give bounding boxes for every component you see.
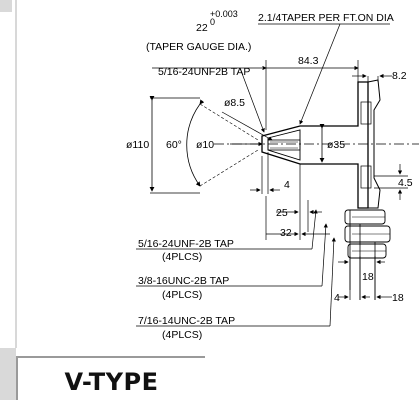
dim-84-3-label: 84.3 <box>298 55 319 67</box>
tap-3-label: 7/16-14UNC-2B TAP <box>138 315 235 327</box>
dim-8-2 <box>352 73 392 82</box>
angle-arc <box>186 99 205 187</box>
dim-4-top-label: 4 <box>284 179 290 191</box>
angle-top-sub: 0 <box>210 17 215 27</box>
angle-top-main: 22 <box>196 22 208 34</box>
angle-60-label: 60° <box>166 139 182 151</box>
dim-18-a-label: 18 <box>362 271 374 283</box>
dim-bottom-18 <box>338 256 392 300</box>
dim-dia35-label: ø35 <box>327 139 345 151</box>
dim-dia110 <box>149 96 200 194</box>
dim-25-label: 25 <box>276 207 288 219</box>
tap-3-qty: (4PLCS) <box>162 329 202 341</box>
dim-4-bottom-label: 4 <box>334 292 340 304</box>
corner-shade-bottom <box>0 348 16 400</box>
dim-8-2-label: 8.2 <box>392 70 407 82</box>
tap-leaders <box>136 209 336 327</box>
tap-2-label: 3/8-16UNC-2B TAP <box>138 275 229 287</box>
dim-32-label: 32 <box>280 227 292 239</box>
tap-center-label: 5/16-24UNF2B TAP <box>158 66 250 78</box>
dim-dia110-label: ø110 <box>126 139 149 151</box>
type-title: V-TYPE <box>64 368 159 396</box>
dim-4-top <box>250 152 280 194</box>
title-box: V-TYPE <box>16 356 205 400</box>
dim-84-3 <box>152 23 390 133</box>
tap-2-qty: (4PLCS) <box>162 289 202 301</box>
dim-4-5-label: 4.5 <box>398 177 413 189</box>
bolt-holes <box>344 209 391 300</box>
tap-1-label: 5/16-24UNF-2B TAP <box>138 238 234 250</box>
dim-4-5 <box>374 164 408 200</box>
dim-dia8-5-leader <box>221 111 273 141</box>
corner-shade-top <box>0 0 12 12</box>
dim-dia8-5-label: ø8.5 <box>224 97 245 109</box>
tap-1-qty: (4PLCS) <box>162 251 202 263</box>
dim-18-b-label: 18 <box>392 292 404 304</box>
dim-25-32 <box>265 164 330 240</box>
taper-note: 2.1/4TAPER PER FT.ON DIA <box>258 12 394 24</box>
taper-gauge-label: (TAPER GAUGE DIA.) <box>146 41 251 53</box>
dim-dia10-label: ø10 <box>196 139 214 151</box>
angle-top-sup: +0.003 <box>210 9 238 19</box>
spindle-nose <box>261 79 381 209</box>
